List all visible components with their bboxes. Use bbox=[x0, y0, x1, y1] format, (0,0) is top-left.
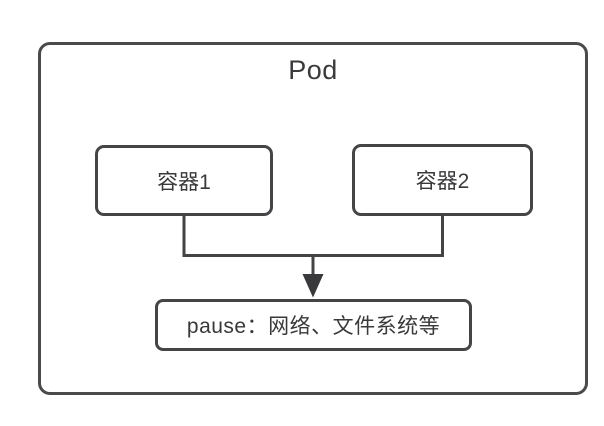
node-container1-label: 容器1 bbox=[157, 170, 211, 194]
node-container2-label: 容器2 bbox=[415, 170, 470, 193]
node-container1: 容器1 bbox=[95, 145, 273, 216]
node-pause-label: pause：网络、文件系统等 bbox=[186, 315, 441, 338]
node-pause: pause：网络、文件系统等 bbox=[155, 299, 472, 351]
pod-title: Pod bbox=[288, 55, 338, 85]
node-container2: 容器2 bbox=[352, 144, 533, 216]
